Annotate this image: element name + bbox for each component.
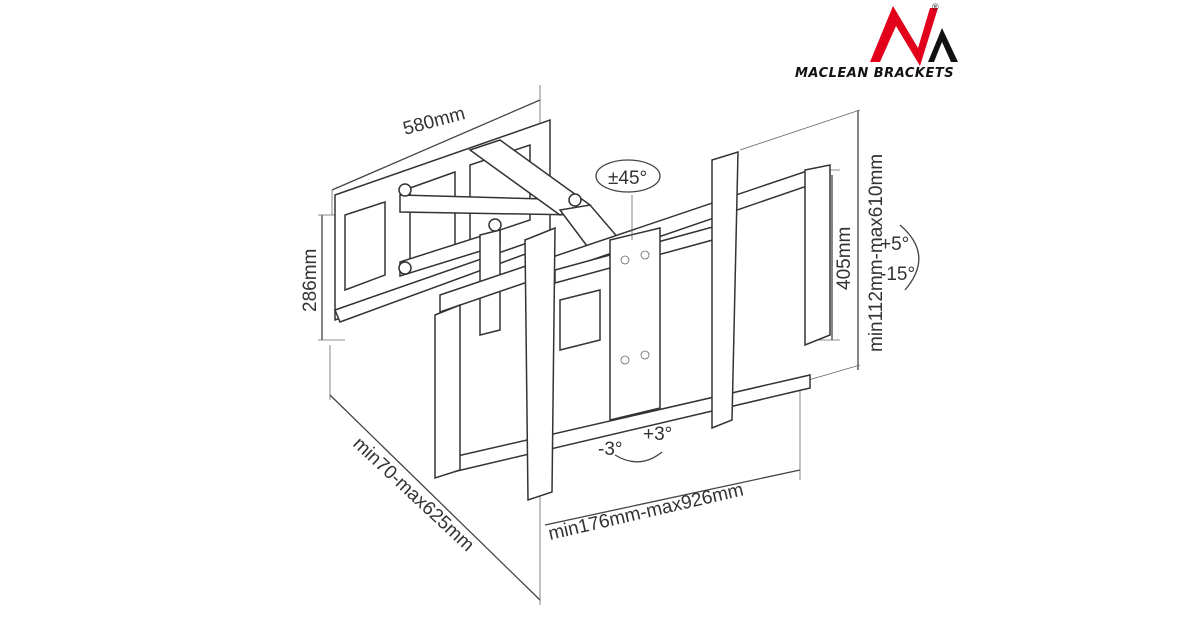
vertical-rails	[434, 150, 831, 502]
svg-text:®: ®	[932, 2, 939, 12]
center-swivel-plate	[609, 195, 661, 421]
label-580mm: 580mm	[401, 103, 468, 140]
label-swivel: ±45°	[608, 168, 647, 189]
maclean-logo: ® MACLEAN BRACKETS	[795, 2, 958, 81]
label-level-minus: -3°	[598, 439, 623, 460]
label-286mm: 286mm	[300, 249, 321, 312]
label-tilt-down: -15°	[880, 264, 915, 285]
label-tilt-up: +5°	[880, 234, 909, 255]
label-horizontal-spacing: min176mm-max926mm	[546, 480, 745, 545]
label-405mm: 405mm	[834, 227, 855, 290]
svg-text:MACLEAN BRACKETS: MACLEAN BRACKETS	[795, 66, 954, 81]
label-level-plus: +3°	[643, 424, 672, 445]
angle-markers	[595, 159, 920, 463]
wall-plate	[334, 118, 551, 323]
label-vertical-spacing: min112mm-max610mm	[866, 154, 887, 352]
